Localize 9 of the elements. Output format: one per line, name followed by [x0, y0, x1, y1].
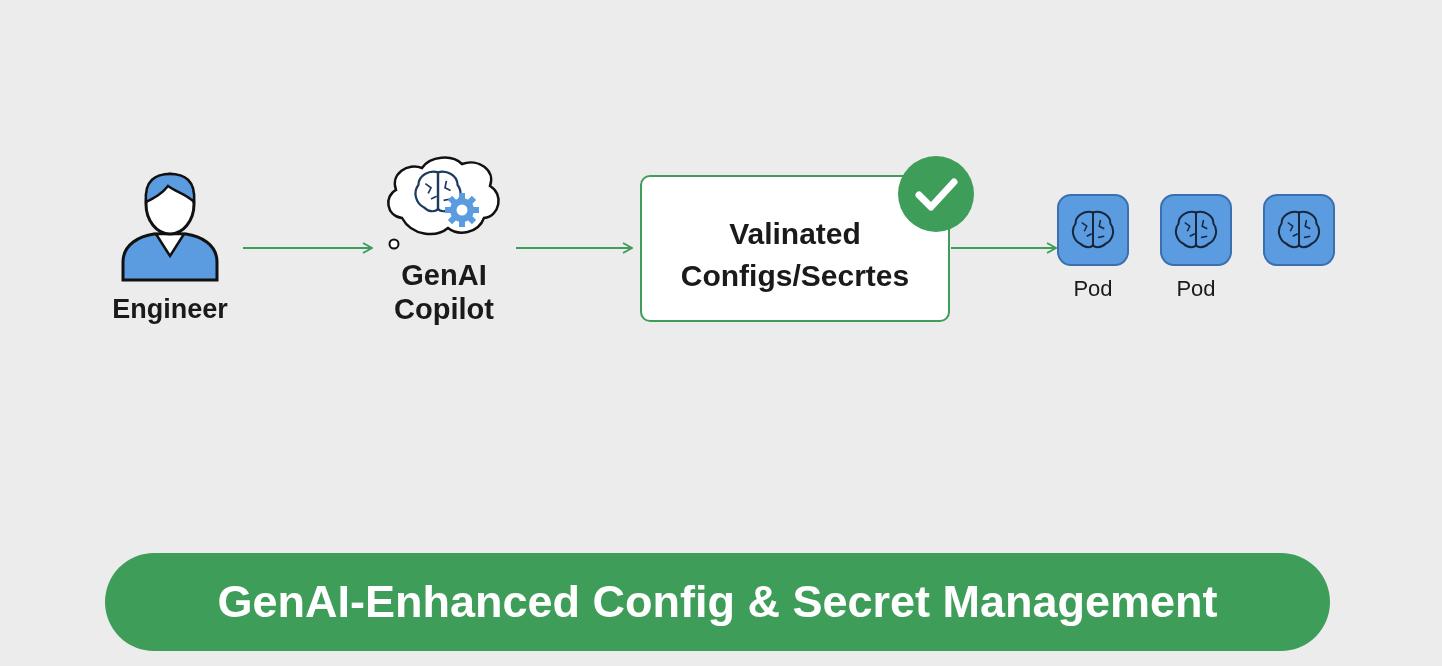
node-label: Pod: [1175, 276, 1217, 302]
node-label: Engineer: [111, 294, 229, 325]
node-label: Valinated Configs/Secrtes: [679, 216, 911, 294]
node-label: Pod: [1072, 276, 1114, 302]
arrow: [950, 242, 1057, 254]
title-banner: GenAI-Enhanced Config & Secret Management: [105, 553, 1330, 651]
arrow: [515, 242, 633, 254]
arrow: [242, 242, 373, 254]
node-label: GenAI Copilot: [393, 258, 495, 326]
